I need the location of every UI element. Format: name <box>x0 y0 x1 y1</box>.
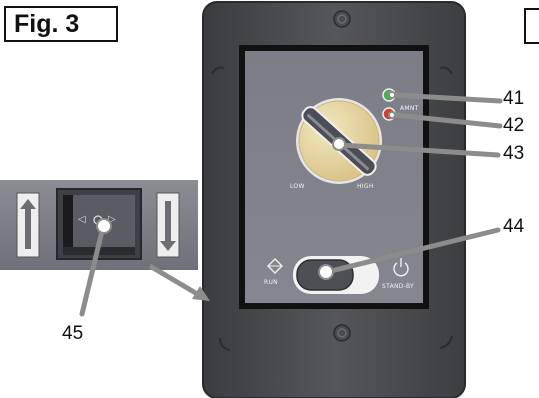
bottom-screw <box>333 324 351 342</box>
callout-42: 42 <box>503 115 525 136</box>
clip-top-right <box>439 66 453 75</box>
up-arrow-icon <box>16 192 40 258</box>
leader-45 <box>79 224 106 317</box>
run-icon <box>267 258 283 274</box>
clip-top-left <box>211 66 225 75</box>
inset-pointer-arrow <box>148 263 210 301</box>
svg-text:▷: ▷ <box>108 214 116 225</box>
callout-43: 43 <box>503 143 525 164</box>
leader-43 <box>338 142 501 158</box>
down-arrow-icon <box>156 192 180 258</box>
leader-44 <box>324 227 501 275</box>
run-label: RUN <box>264 279 278 286</box>
figure-label: Fig. 3 <box>4 6 118 42</box>
clip-bottom-left <box>219 337 231 351</box>
clip-bottom-right <box>439 335 453 349</box>
callout-41: 41 <box>503 88 525 109</box>
leader-42 <box>392 112 503 129</box>
leader-41 <box>392 92 503 104</box>
callout-44: 44 <box>503 216 525 237</box>
leader-lines <box>79 92 503 317</box>
top-screw <box>333 10 351 28</box>
standby-label: STAND-BY <box>382 283 415 290</box>
power-icon <box>393 258 409 277</box>
dial-high-label: HIGH <box>357 183 374 190</box>
indicator-text: AMNT <box>400 105 419 112</box>
callout-45: 45 <box>62 323 84 344</box>
svg-text:◁: ◁ <box>78 214 86 225</box>
figure-corner-box <box>524 8 539 44</box>
leader-ends <box>96 91 396 280</box>
dial-low-label: LOW <box>290 183 305 190</box>
